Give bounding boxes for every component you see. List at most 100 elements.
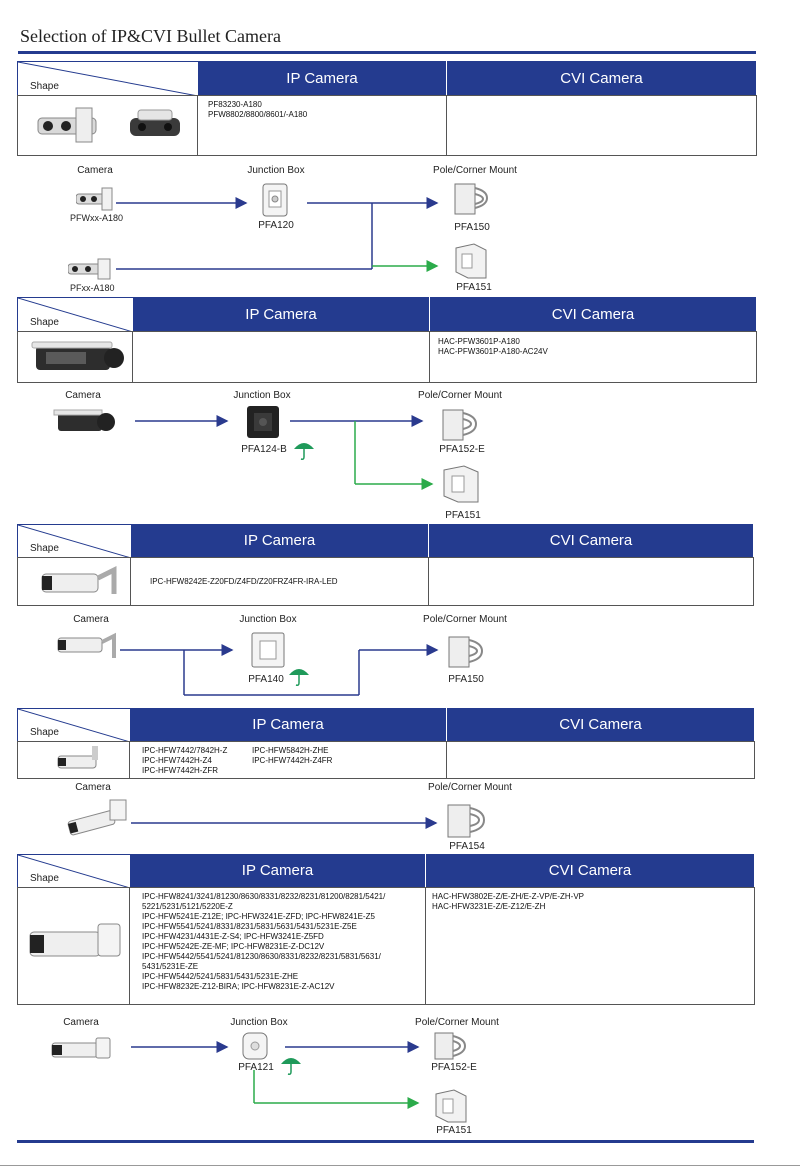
- cvi-models-cell-1: [446, 95, 757, 156]
- cvi-models-text: HAC-HFW3802E-Z/E-ZH/E-Z-VP/E-ZH-VP HAC-H…: [432, 892, 585, 911]
- pole-mount-image: [448, 636, 484, 668]
- shape-image-cell-3: [17, 557, 131, 606]
- mount-label: Pole/Corner Mount: [428, 782, 512, 793]
- cvi-camera-header-3: CVI Camera: [429, 524, 753, 557]
- shape-image-cell-1: [17, 95, 198, 156]
- mount-label: Pole/Corner Mount: [415, 1017, 499, 1028]
- pole-mount-image: [434, 1032, 467, 1060]
- bullet-camera-image: [41, 565, 117, 594]
- junction-box-label: Junction Box: [247, 165, 305, 176]
- umbrella-icon: [294, 443, 314, 460]
- footer-divider: [0, 1165, 800, 1166]
- cvi-models-text: HAC-PFW3601P-A180 HAC-PFW3601P-A180-AC24…: [438, 337, 548, 356]
- shape-label: Shape: [30, 873, 59, 884]
- bullet-camera-image: [67, 799, 127, 836]
- shape-label: Shape: [30, 317, 59, 328]
- umbrella-icon: [281, 1058, 301, 1075]
- mount-label: Pole/Corner Mount: [418, 390, 502, 401]
- junction-box-image: [242, 1032, 268, 1060]
- camera-label: Camera: [65, 390, 101, 401]
- umbrella-icon: [289, 669, 309, 686]
- junction-box-image: [262, 183, 288, 217]
- shape-header-4: Shape: [17, 708, 131, 743]
- shape-image-cell-5: [17, 887, 130, 1005]
- ip-camera-header-3: IP Camera: [131, 524, 428, 557]
- bullet-camera-image: [29, 923, 121, 957]
- mount-model-label: PFA151: [436, 1125, 472, 1136]
- ip-models-text-col1: IPC-HFW7442/7842H-Z IPC-HFW7442H-Z4 IPC-…: [142, 746, 228, 775]
- shape-label: Shape: [30, 543, 59, 554]
- mount-model-label: PFA151: [456, 282, 492, 293]
- camera-model-label: PFWxx-A180: [70, 213, 124, 223]
- ip-models-cell-4: IPC-HFW7442/7842H-Z IPC-HFW7442H-Z4 IPC-…: [129, 741, 447, 779]
- cvi-camera-header-4: CVI Camera: [447, 708, 754, 741]
- corner-mount-image: [443, 465, 479, 503]
- multi-sensor-camera-image: [37, 107, 180, 143]
- ip-models-cell-2: [132, 331, 430, 383]
- ip-models-cell-3: IPC-HFW8242E-Z20FD/Z4FD/Z20FRZ4FR-IRA-LE…: [130, 557, 429, 606]
- shape-image-cell-2: [17, 331, 133, 383]
- camera-label: Camera: [73, 614, 109, 625]
- cvi-models-cell-5: HAC-HFW3802E-Z/E-ZH/E-Z-VP/E-ZH-VP HAC-H…: [425, 887, 755, 1005]
- mount-label: Pole/Corner Mount: [433, 165, 517, 176]
- junction-box-model-label: PFA120: [258, 220, 294, 231]
- camera-pfxx-image: [68, 258, 111, 280]
- ip-camera-header-1: IP Camera: [198, 61, 446, 95]
- corner-mount-image: [435, 1089, 467, 1123]
- cvi-models-cell-3: [428, 557, 754, 606]
- shape-header-2: Shape: [17, 297, 134, 333]
- pole-mount-image: [442, 409, 478, 441]
- junction-box-image: [247, 406, 279, 438]
- mount-model-label: PFA152-E: [431, 1062, 477, 1073]
- ip-models-text: IPC-HFW8242E-Z20FD/Z4FD/Z20FRZ4FR-IRA-LE…: [150, 577, 338, 586]
- ip-models-cell-5: IPC-HFW8241/3241/81230/8630/8331/8232/82…: [129, 887, 426, 1005]
- junction-box-model-label: PFA140: [248, 674, 284, 685]
- pole-mount-image: [454, 183, 489, 215]
- mount-model-label: PFA150: [454, 222, 490, 233]
- junction-box-label: Junction Box: [230, 1017, 288, 1028]
- camera-label: Camera: [77, 165, 113, 176]
- cvi-models-cell-2: HAC-PFW3601P-A180 HAC-PFW3601P-A180-AC24…: [429, 331, 757, 383]
- mount-model-label: PFA154: [449, 841, 485, 852]
- shape-header-5: Shape: [17, 854, 131, 889]
- bottom-rule: [17, 1140, 754, 1143]
- cvi-camera-header-5: CVI Camera: [426, 854, 754, 887]
- junction-box-model-label: PFA121: [238, 1062, 274, 1073]
- shape-header-3: Shape: [17, 524, 132, 559]
- ip-models-cell-1: PF83230-A180 PFW8802/8800/8601/-A180: [197, 95, 447, 156]
- ip-models-text: PF83230-A180 PFW8802/8800/8601/-A180: [208, 100, 308, 119]
- camera-label: Camera: [63, 1017, 99, 1028]
- cvi-camera-header-1: CVI Camera: [447, 61, 756, 95]
- junction-box-image: [251, 632, 285, 668]
- cvi-camera-header-2: CVI Camera: [430, 297, 756, 331]
- bullet-camera-image: [31, 341, 124, 370]
- shape-header-1: Shape: [17, 61, 199, 97]
- junction-box-label: Junction Box: [233, 390, 291, 401]
- bullet-camera-image: [51, 1037, 111, 1059]
- pole-mount-image: [447, 804, 486, 838]
- ip-models-text: IPC-HFW8241/3241/81230/8630/8331/8232/82…: [142, 892, 386, 991]
- camera-model-label: PFxx-A180: [70, 283, 115, 293]
- ip-camera-header-5: IP Camera: [130, 854, 425, 887]
- junction-box-label: Junction Box: [239, 614, 297, 625]
- junction-box-model-label: PFA124-B: [241, 444, 287, 455]
- shape-label: Shape: [30, 81, 59, 92]
- mount-model-label: PFA151: [445, 510, 481, 521]
- cvi-models-cell-4: [446, 741, 755, 779]
- shape-label: Shape: [30, 727, 59, 738]
- mount-model-label: PFA152-E: [439, 444, 485, 455]
- corner-mount-image: [455, 243, 487, 279]
- title-rule: [18, 51, 756, 54]
- mount-label: Pole/Corner Mount: [423, 614, 507, 625]
- camera-pfwxx-image: [76, 187, 113, 211]
- ip-models-text-col2: IPC-HFW5842H-ZHE IPC-HFW7442H-Z4FR: [252, 746, 333, 765]
- bullet-camera-image: [57, 746, 98, 769]
- page-title: Selection of IP&CVI Bullet Camera: [20, 26, 281, 46]
- bullet-camera-image: [57, 632, 116, 658]
- bullet-camera-image: [53, 409, 115, 431]
- ip-camera-header-4: IP Camera: [130, 708, 446, 741]
- shape-image-cell-4: [17, 741, 130, 779]
- camera-label: Camera: [75, 782, 111, 793]
- mount-model-label: PFA150: [448, 674, 484, 685]
